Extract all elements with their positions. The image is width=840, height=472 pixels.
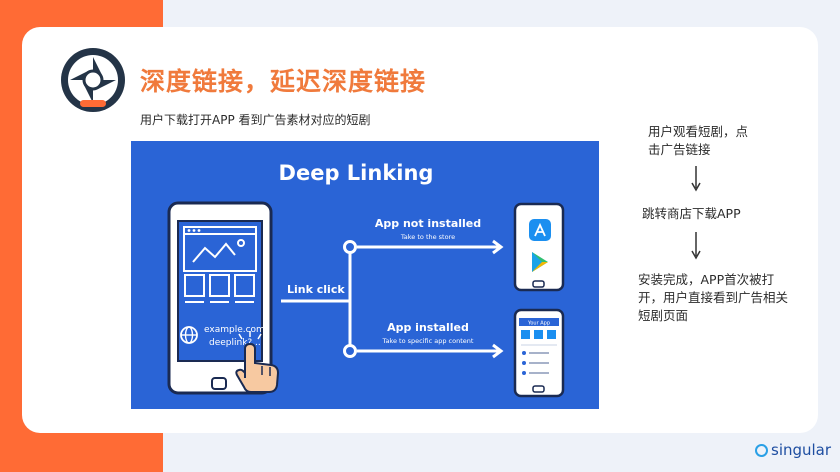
slide-subtitle: 用户下载打开APP 看到广告素材对应的短剧 — [140, 113, 371, 127]
slide-title: 深度链接，延迟深度链接 — [140, 67, 427, 96]
diagram-heading: Deep Linking — [279, 161, 434, 185]
flow-arrow-2 — [691, 232, 701, 260]
app-phone: Your App — [513, 308, 565, 398]
singular-brand: singular — [755, 441, 831, 459]
bottom-node — [343, 344, 357, 358]
app-store-icon — [529, 219, 551, 241]
app-installed-title: App installed — [387, 321, 469, 334]
tapping-hand-icon — [235, 331, 280, 393]
url-line-1: example.com/ — [204, 325, 269, 335]
app-installed-sub: Take to specific app content — [382, 337, 474, 345]
top-node — [343, 240, 357, 254]
deep-linking-svg: Deep Linking example.com/ deeplink?... — [167, 161, 565, 398]
app-phone-label: Your App — [527, 321, 550, 327]
flow-step-2: 跳转商店下载APP — [642, 206, 741, 221]
flow-arrow-1 — [691, 166, 701, 192]
deep-linking-diagram: Deep Linking example.com/ deeplink?... — [131, 141, 599, 409]
app-not-installed-sub: Take to the store — [400, 233, 455, 241]
flow-step-3: 安装完成，APP首次被打开，用户直接看到广告相关短剧页面 — [638, 272, 789, 323]
flow-step-1: 用户观看短剧，点击广告链接 — [648, 124, 749, 157]
store-phone — [513, 202, 565, 292]
link-click-label: Link click — [287, 283, 345, 296]
source-phone: example.com/ deeplink?... — [167, 201, 273, 395]
brand-name: singular — [771, 441, 832, 459]
company-logo-icon — [61, 48, 125, 112]
app-not-installed-title: App not installed — [375, 217, 481, 230]
connector-lines — [281, 239, 504, 359]
singular-logo-icon — [755, 444, 768, 457]
url-line-2: deeplink?... — [209, 338, 261, 348]
